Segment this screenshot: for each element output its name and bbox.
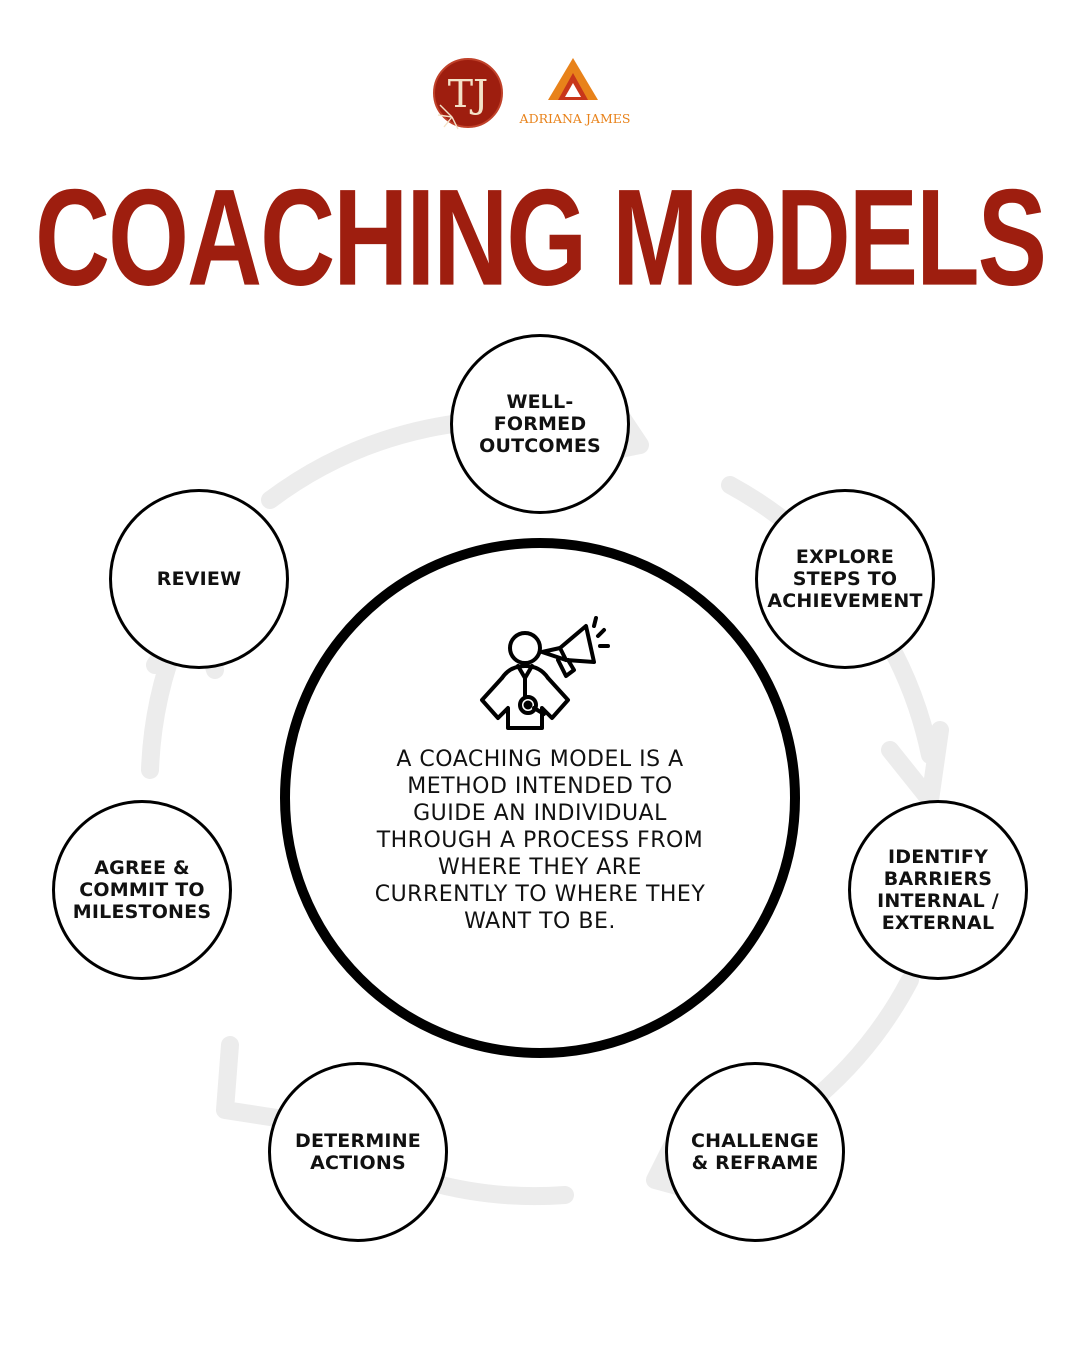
coach-megaphone-whistle-icon xyxy=(480,616,610,730)
center-circle: A COACHING MODEL IS A METHOD INTENDED TO… xyxy=(280,538,800,1058)
brand-logos: TJ ADRIANA JAMES xyxy=(433,58,631,130)
step-agree-commit: AGREE & COMMIT TO MILESTONES xyxy=(52,800,232,980)
step-label: DETERMINE ACTIONS xyxy=(295,1130,421,1174)
step-label: AGREE & COMMIT TO MILESTONES xyxy=(72,857,212,923)
step-label: WELL- FORMED OUTCOMES xyxy=(479,391,601,457)
tj-logo: TJ xyxy=(433,58,503,130)
center-description: A COACHING MODEL IS A METHOD INTENDED TO… xyxy=(374,747,706,934)
arrowhead-bottom-left xyxy=(216,1036,299,1129)
step-review: REVIEW xyxy=(109,489,289,669)
adriana-james-logo: ADRIANA JAMES xyxy=(519,58,631,126)
page-title: COACHING MODELS xyxy=(35,161,1047,315)
step-challenge-reframe: CHALLENGE & REFRAME xyxy=(665,1062,845,1242)
svg-text:ADRIANA JAMES: ADRIANA JAMES xyxy=(519,111,631,126)
step-determine-actions: DETERMINE ACTIONS xyxy=(268,1062,448,1242)
step-label: CHALLENGE & REFRAME xyxy=(690,1130,820,1174)
arrowhead-right xyxy=(881,721,949,809)
step-explore-steps: EXPLORE STEPS TO ACHIEVEMENT xyxy=(755,489,935,669)
svg-text:TJ: TJ xyxy=(448,72,489,116)
step-well-formed-outcomes: WELL- FORMED OUTCOMES xyxy=(450,334,630,514)
step-identify-barriers: IDENTIFY BARRIERS INTERNAL / EXTERNAL xyxy=(848,800,1028,980)
step-label: REVIEW xyxy=(156,568,242,590)
step-label: EXPLORE STEPS TO ACHIEVEMENT xyxy=(767,546,923,612)
step-label: IDENTIFY BARRIERS INTERNAL / EXTERNAL xyxy=(877,846,999,934)
